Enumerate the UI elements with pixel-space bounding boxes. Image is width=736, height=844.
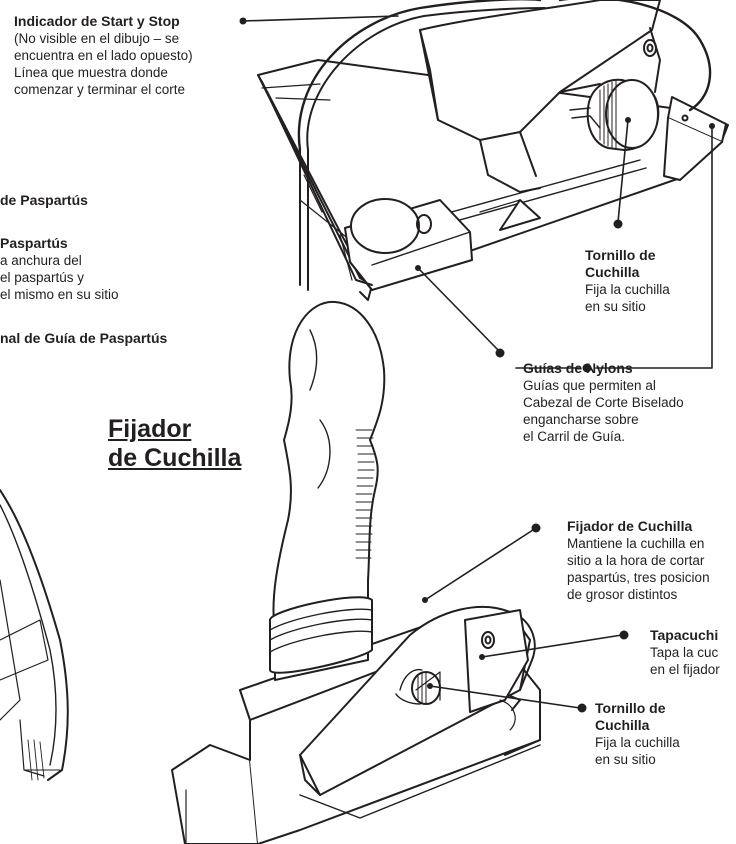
- label-tornillo-top-line-1: Fija la cuchilla: [585, 282, 670, 297]
- label-fijador-line-1: Mantiene la cuchilla en: [567, 536, 705, 551]
- label-guias-nylons-line-4: el Carril de Guía.: [523, 429, 626, 444]
- label-tapacuchilla-line-1: Tapa la cuc: [650, 645, 719, 660]
- label-paspartus-guide: Paspartús a anchura del el paspartús y e…: [0, 235, 119, 303]
- label-fijador-line-2: sitio a la hora de cortar: [567, 553, 705, 568]
- label-start-stop-line-4: comenzar y terminar el corte: [14, 82, 186, 97]
- label-tapacuchilla: Tapacuchi Tapa la cuc en el fijador: [650, 627, 736, 678]
- label-start-stop: Indicador de Start y Stop (No visible en…: [14, 13, 254, 98]
- label-tornillo-top-line-2: en su sitio: [585, 299, 646, 314]
- label-start-stop-line-3: Línea que muestra donde: [14, 65, 168, 80]
- bevel-cutter-head-drawing: [257, 0, 729, 301]
- leader-dots: [239, 17, 715, 713]
- label-guias-nylons-title: Guías de Nylons: [523, 360, 633, 376]
- label-fijador-line-3: paspartús, tres posicion: [567, 570, 710, 585]
- label-guias-nylons: Guías de Nylons Guías que permiten al Ca…: [523, 360, 733, 445]
- label-fijador-line-4: de grosor distintos: [567, 587, 678, 602]
- label-start-stop-title: Indicador de Start y Stop: [14, 13, 180, 29]
- label-tornillo-bottom: Tornillo de Cuchilla Fija la cuchilla en…: [595, 700, 735, 768]
- blade-holder-drawing: [171, 300, 541, 844]
- label-tornillo-top: Tornillo de Cuchilla Fija la cuchilla en…: [585, 247, 725, 315]
- label-tornillo-bottom-line-2: en su sitio: [595, 752, 656, 767]
- label-tornillo-top-title-1: Tornillo de: [585, 247, 656, 263]
- handle-grip: [269, 300, 386, 681]
- label-paspartus-guide-title: Paspartús: [0, 235, 68, 251]
- blade-holder-title-line-2: de Cuchilla: [108, 444, 242, 472]
- label-guias-nylons-line-3: engancharse sobre: [523, 412, 639, 427]
- label-guia-final: nal de Guía de Paspartús: [0, 330, 167, 347]
- label-tornillo-bottom-title-2: Cuchilla: [595, 717, 650, 733]
- blade-holder-title: Fijador de Cuchilla: [108, 415, 241, 473]
- label-paspartus-guide-line-2: el paspartús y: [0, 270, 85, 285]
- label-paspartus-partial-title: de Paspartús: [0, 192, 88, 208]
- label-start-stop-line-1: (No visible en el dibujo – se: [14, 31, 180, 46]
- label-tapacuchilla-line-2: en el fijador: [650, 662, 720, 677]
- label-paspartus-partial: de Paspartús: [0, 192, 88, 209]
- label-fijador-title: Fijador de Cuchilla: [567, 518, 693, 534]
- label-paspartus-guide-line-3: el mismo en su sitio: [0, 287, 119, 302]
- nylon-guide-drawing: [344, 198, 473, 291]
- label-paspartus-guide-line-1: a anchura del: [0, 253, 82, 268]
- label-tornillo-top-title-2: Cuchilla: [585, 264, 640, 280]
- label-guias-nylons-line-2: Cabezal de Corte Biselado: [523, 395, 684, 410]
- blade-screw-knob: [569, 78, 660, 151]
- blade-holder-title-line-1: Fijador: [108, 415, 192, 443]
- label-tapacuchilla-title: Tapacuchi: [650, 627, 719, 643]
- label-guia-final-title: nal de Guía de Paspartús: [0, 330, 168, 346]
- label-guias-nylons-line-1: Guías que permiten al: [523, 378, 656, 393]
- mat-guide-drawing: [0, 489, 69, 781]
- leader-lines: [242, 15, 713, 709]
- blade-screw-drawing: [395, 668, 441, 705]
- label-tornillo-bottom-line-1: Fija la cuchilla: [595, 735, 680, 750]
- label-start-stop-line-2: encuentra en el lado opuesto): [14, 48, 193, 63]
- label-tornillo-bottom-title-1: Tornillo de: [595, 700, 666, 716]
- label-fijador: Fijador de Cuchilla Mantiene la cuchilla…: [567, 518, 736, 603]
